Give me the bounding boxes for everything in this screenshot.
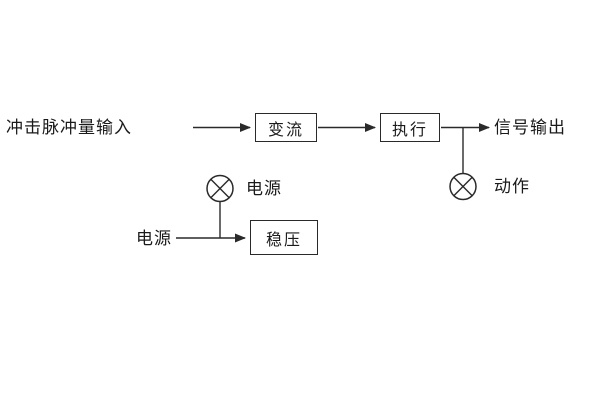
action-lamp-label: 动作 bbox=[494, 177, 530, 196]
output-label: 信号输出 bbox=[494, 118, 566, 137]
block-bianliu: 变流 bbox=[255, 113, 317, 142]
power-lamp-label: 电源 bbox=[246, 179, 282, 198]
block-zhixing: 执行 bbox=[380, 113, 440, 142]
action-lamp-icon bbox=[449, 172, 477, 201]
power-lamp-icon bbox=[206, 174, 234, 203]
input-label: 冲击脉冲量输入 bbox=[6, 118, 132, 137]
block-wenya: 稳压 bbox=[250, 220, 318, 255]
power-source-label: 电源 bbox=[136, 229, 172, 248]
